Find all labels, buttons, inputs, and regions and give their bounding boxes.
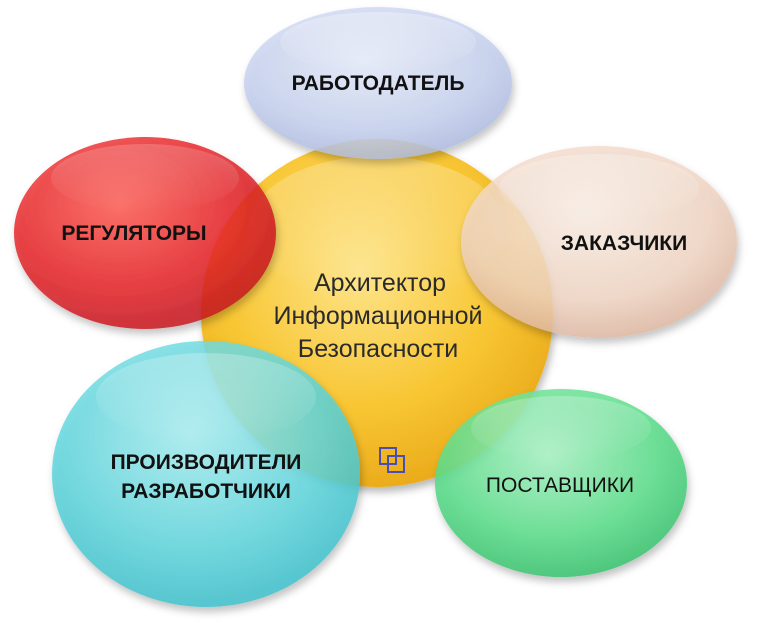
employer-node [244,7,512,159]
customers-node [461,146,737,338]
employer-node-gloss [280,12,476,72]
producers-label-line2: РАЗРАБОТЧИКИ [121,480,291,503]
producers-label-line1: ПРОИЗВОДИТЕЛИ [111,451,302,474]
suppliers-node [435,389,687,577]
regulators-node [14,137,276,329]
center-label-line2: Информационной [274,302,483,330]
producers-node-gloss [96,353,316,441]
center-node-gloss [249,156,505,300]
regulators-node-gloss [51,144,239,212]
regulators-label: РЕГУЛЯТОРЫ [61,222,206,245]
suppliers-node-gloss [471,396,651,460]
employer-label: РАБОТОДАТЕЛЬ [292,72,465,95]
overlapping-squares-icon [379,447,405,473]
center-label-line1: Архитектор [314,269,446,297]
customers-node-gloss [499,154,699,222]
center-label-line3: Безопасности [298,335,458,363]
customers-label: ЗАКАЗЧИКИ [561,232,687,255]
suppliers-label: ПОСТАВЩИКИ [486,474,634,497]
producers-node [52,341,360,607]
